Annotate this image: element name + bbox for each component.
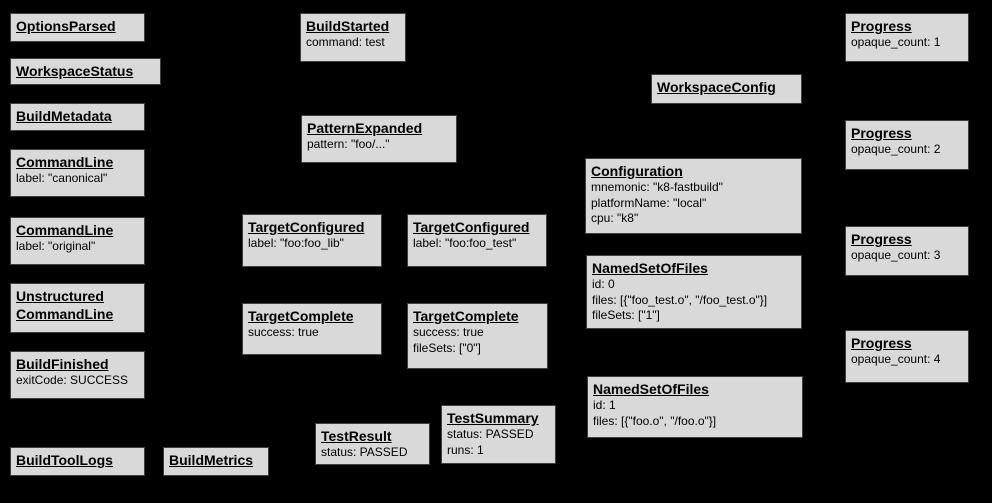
event-node-title: Progress <box>851 18 912 34</box>
event-node-title: BuildStarted <box>306 18 390 34</box>
event-node-field: runs: 1 <box>447 442 484 457</box>
event-node-workspace-status: WorkspaceStatus <box>10 58 161 85</box>
event-node-field: label: "original" <box>16 239 96 253</box>
event-node-field: opaque_count: 4 <box>851 352 941 366</box>
event-node-field: files: [{"foo_test.o", "/foo_test.o"}] <box>592 292 768 307</box>
event-node-options-parsed: OptionsParsed <box>10 13 145 42</box>
event-node-field: status: PASSED <box>447 427 534 441</box>
event-node-title: TargetComplete <box>413 308 519 324</box>
event-node-build-metadata: BuildMetadata <box>10 103 145 131</box>
event-node-title: BuildMetadata <box>16 108 112 124</box>
event-node-title: Unstructured CommandLine <box>16 288 114 322</box>
event-node-field: success: true <box>248 325 319 339</box>
event-node-title: NamedSetOfFiles <box>593 381 709 397</box>
event-node-title: BuildFinished <box>16 356 109 372</box>
event-node-field: pattern: "foo/..." <box>307 137 390 151</box>
event-node-title: TestResult <box>321 428 392 444</box>
event-node-title: PatternExpanded <box>307 120 423 136</box>
event-node-field: opaque_count: 2 <box>851 142 941 156</box>
event-node-field: opaque_count: 1 <box>851 35 941 49</box>
event-node-field: label: "foo:foo_lib" <box>248 236 344 250</box>
event-node-field: status: PASSED <box>321 445 408 459</box>
event-node-field: id: 1 <box>593 398 616 412</box>
event-node-unstructured-command-line: Unstructured CommandLine <box>10 283 145 333</box>
event-node-field: label: "foo:foo_test" <box>413 236 517 250</box>
event-node-title: TargetComplete <box>248 308 354 324</box>
event-node-field: mnemonic: "k8-fastbuild" <box>591 180 723 194</box>
event-node-workspace-config: WorkspaceConfig <box>651 74 802 104</box>
event-node-build-metrics: BuildMetrics <box>163 447 269 476</box>
event-node-build-tool-logs: BuildToolLogs <box>10 447 145 476</box>
event-node-field: label: "canonical" <box>16 171 108 185</box>
event-node-title: CommandLine <box>16 154 114 170</box>
event-node-field: fileSets: ["0"] <box>413 340 481 355</box>
event-node-title: TargetConfigured <box>413 219 530 235</box>
event-node-title: Progress <box>851 231 912 247</box>
event-node-field: platformName: "local" <box>591 195 707 210</box>
event-node-title: BuildMetrics <box>169 452 254 468</box>
event-node-title: WorkspaceConfig <box>657 79 776 95</box>
event-node-title: BuildToolLogs <box>16 452 113 468</box>
event-node-title: Progress <box>851 335 912 351</box>
event-node-field: id: 0 <box>592 277 615 291</box>
event-node-field: command: test <box>306 35 385 49</box>
event-node-field: cpu: "k8" <box>591 211 639 225</box>
event-node-title: Configuration <box>591 163 683 179</box>
event-node-field: exitCode: SUCCESS <box>16 373 129 387</box>
event-node-title: OptionsParsed <box>16 18 116 34</box>
event-node-title: WorkspaceStatus <box>16 63 134 79</box>
event-node-title: TestSummary <box>447 410 539 426</box>
event-node-title: NamedSetOfFiles <box>592 260 708 276</box>
event-node-title: CommandLine <box>16 222 114 238</box>
event-node-field: fileSets: ["1"] <box>592 308 660 322</box>
event-node-field: success: true <box>413 325 484 339</box>
event-node-field: files: [{"foo.o", "/foo.o"}] <box>593 413 717 428</box>
event-node-field: opaque_count: 3 <box>851 248 941 262</box>
event-node-title: TargetConfigured <box>248 219 365 235</box>
event-node-title: Progress <box>851 125 912 141</box>
